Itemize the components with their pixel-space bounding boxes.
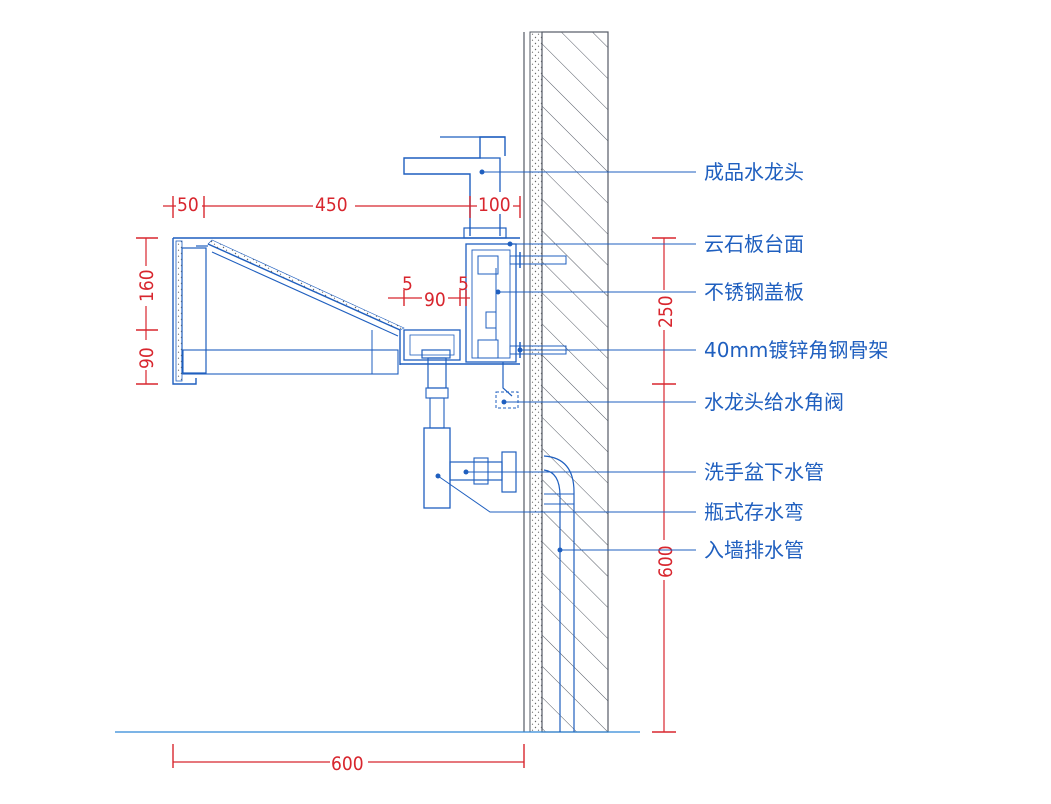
- dim-top-450: 450: [315, 194, 348, 216]
- label-bottle-trap: 瓶式存水弯: [704, 500, 804, 524]
- countertop: [172, 237, 520, 385]
- leader-lines: [437, 171, 696, 551]
- label-wall-drain: 入墙排水管: [704, 538, 804, 562]
- dim-inner-5-left: 5: [402, 273, 413, 295]
- dim-left-160: 160: [136, 269, 158, 302]
- dim-left-90: 90: [136, 347, 158, 369]
- dim-inner-5-right: 5: [458, 273, 469, 295]
- dim-bottom-600: 600: [331, 753, 364, 775]
- angle-valve: [495, 362, 519, 409]
- dim-top-100: 100: [478, 194, 511, 216]
- dim-inner-90: 90: [424, 289, 446, 311]
- dim-right-600: 600: [655, 545, 677, 578]
- label-steel-frame: 40mm镀锌角钢骨架: [704, 338, 888, 362]
- dim-top-50: 50: [177, 194, 199, 216]
- dim-right-250: 250: [655, 295, 677, 328]
- label-drain-pipe: 洗手盆下水管: [704, 460, 824, 484]
- label-angle-valve: 水龙头给水角阀: [704, 390, 844, 414]
- drain-pipe: [421, 349, 575, 732]
- label-marble-countertop: 云石板台面: [704, 232, 804, 256]
- label-faucet: 成品水龙头: [704, 160, 804, 184]
- leader-dots: [435, 169, 563, 553]
- label-stainless-cover: 不锈钢盖板: [704, 280, 804, 304]
- faucet: [403, 136, 507, 239]
- wall: [523, 31, 609, 733]
